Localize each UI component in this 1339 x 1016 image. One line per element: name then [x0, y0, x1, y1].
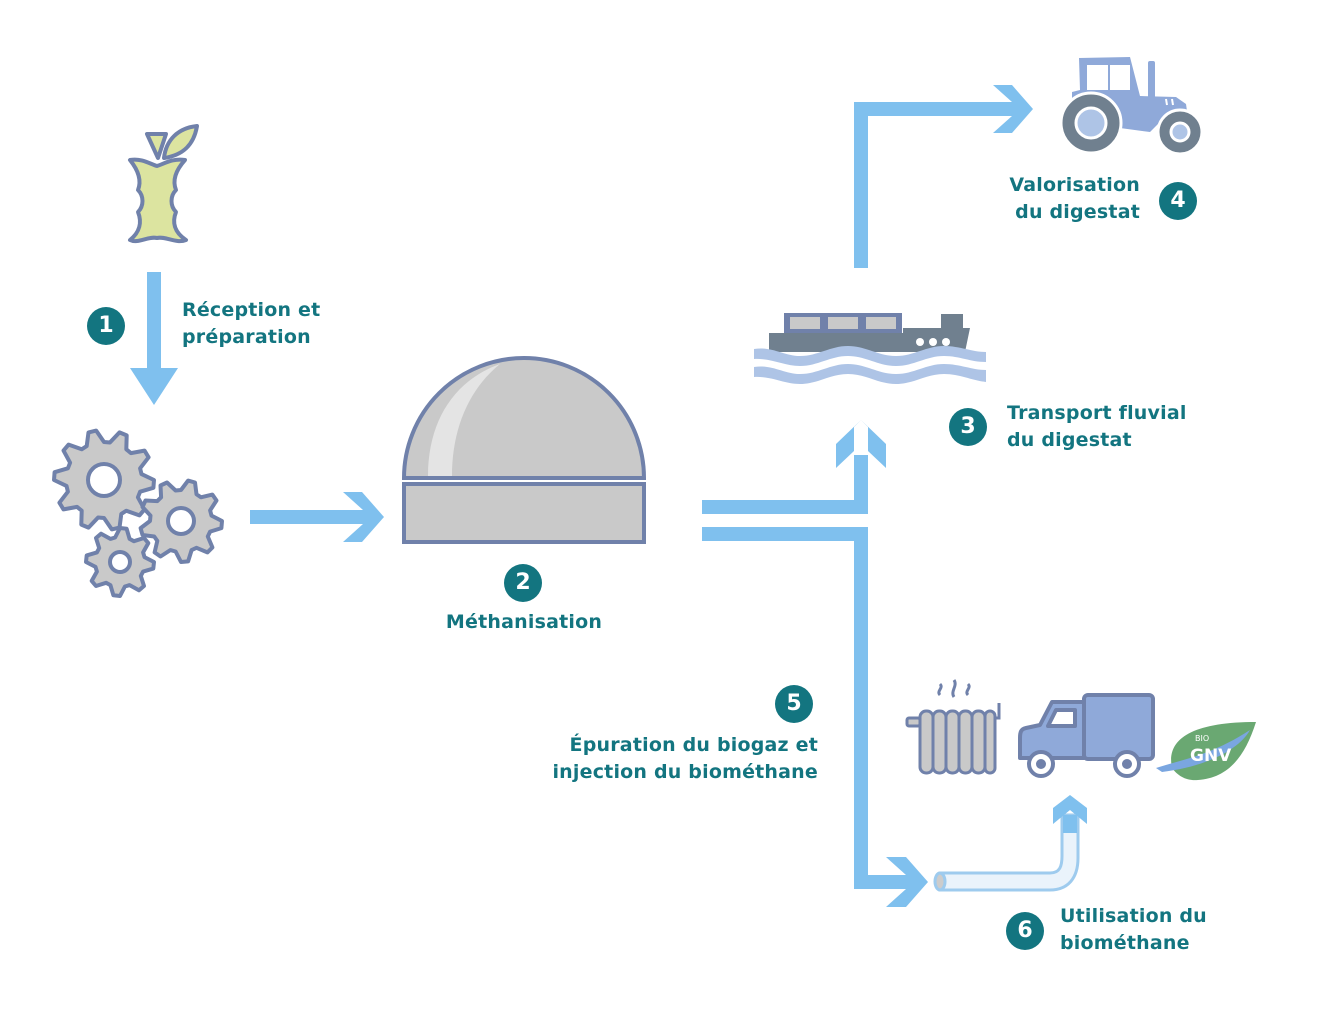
step-5-line1: Épuration du biogaz et [569, 734, 818, 756]
step-4-label: Valorisation du digestat [980, 172, 1140, 226]
step-2-badge: 2 [504, 564, 542, 602]
gnv-main-text: GNV [1190, 746, 1232, 766]
apple-core-icon [128, 124, 199, 244]
gear-mid-hole [166, 506, 196, 536]
gear-small-hole [108, 550, 132, 574]
step-2-line1: Méthanisation [445, 611, 603, 633]
arrow-down-reception [130, 272, 178, 405]
step-6-line1: Utilisation du [1060, 905, 1207, 927]
step-3-line2: du digestat [1007, 429, 1132, 451]
step-5-badge: 5 [775, 685, 813, 723]
step-5-line2: injection du biométhane [552, 761, 818, 783]
digester-dome-icon [401, 356, 647, 544]
gears-icon [52, 428, 224, 598]
step-4-line2: du digestat [1015, 201, 1140, 223]
bio-gnv-logo: BIO GNV [1156, 722, 1256, 781]
arrow-split-from-digester [702, 420, 928, 907]
arrow-right-to-digester [250, 492, 384, 542]
step-1-label: Réception et préparation [182, 297, 320, 351]
pipeline-icon [933, 813, 1080, 892]
step-5-label: Épuration du biogaz et injection du biom… [500, 732, 818, 786]
step-3-badge: 3 [949, 408, 987, 446]
truck-icon [1018, 693, 1155, 778]
tractor-icon [1059, 57, 1204, 156]
gnv-bio-text: BIO [1195, 734, 1209, 743]
step-4-badge: 4 [1159, 182, 1197, 220]
step-1-line2: préparation [182, 326, 311, 348]
step-3-line1: Transport fluvial [1007, 402, 1187, 424]
step-1-line1: Réception et [182, 299, 321, 321]
step-2-label: Méthanisation [424, 609, 624, 636]
arrow-up-right-to-tractor [854, 85, 1033, 268]
step-1-badge: 1 [87, 307, 125, 345]
arrow-up-to-truck [1053, 795, 1087, 833]
step-3-label: Transport fluvial du digestat [1007, 400, 1187, 454]
step-6-line2: biométhane [1060, 932, 1190, 954]
radiator-icon [905, 679, 1001, 775]
barge-icon [754, 313, 986, 384]
step-4-line1: Valorisation [1009, 174, 1140, 196]
step-6-badge: 6 [1006, 912, 1044, 950]
step-6-label: Utilisation du biométhane [1060, 903, 1207, 957]
gear-big-hole [86, 462, 122, 498]
